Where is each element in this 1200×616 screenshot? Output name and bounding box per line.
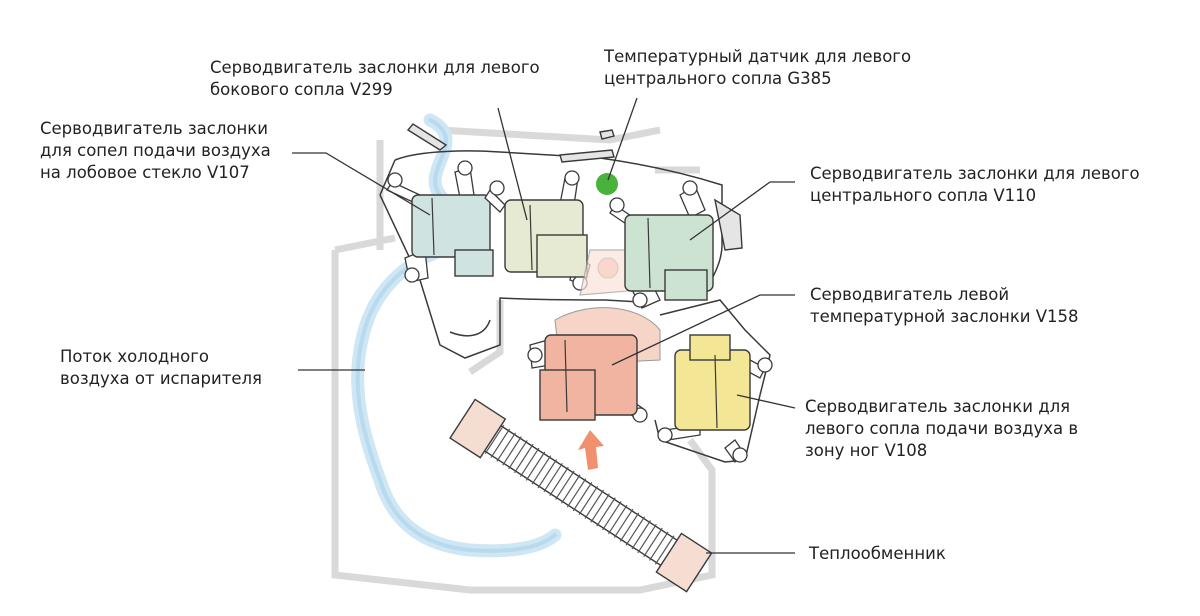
heat-exchanger-fin	[649, 531, 669, 561]
heat-exchanger-fin	[508, 440, 528, 470]
servo-v110	[609, 180, 714, 309]
sensor-g385-icon	[596, 173, 618, 195]
heat-exchanger-fin	[514, 443, 534, 474]
heat-exchanger-fin	[490, 428, 511, 458]
label-v107-line2: для сопел подачи воздуха	[40, 141, 271, 160]
servo-v158	[527, 307, 661, 423]
label-v299: Серводвигатель заслонки для левого боков…	[210, 57, 540, 101]
label-v108-line2: левого сопла подачи воздуха в	[805, 419, 1079, 438]
servo-v107	[386, 160, 494, 283]
label-v108: Серводвигатель заслонки для левого сопла…	[805, 396, 1078, 462]
heat-exchanger-fin	[578, 485, 599, 516]
heat-exchanger-fin	[566, 478, 587, 508]
leader-v107	[292, 152, 431, 216]
heat-exchanger-fin	[619, 512, 640, 542]
label-v107: Серводвигатель заслонки для сопел подачи…	[40, 118, 271, 184]
label-g385-line1: Температурный датчик для левого	[604, 47, 912, 66]
heat-exchanger-fin	[531, 455, 552, 485]
label-v108-line1: Серводвигатель заслонки для	[805, 397, 1071, 416]
label-v108-line3: зону ног V108	[805, 441, 928, 460]
leader-v110	[689, 181, 795, 241]
leader-v108	[736, 394, 796, 409]
heat-exchanger-fin	[561, 474, 581, 504]
label-v107-line1: Серводвигатель заслонки	[40, 119, 268, 138]
leader-v299	[497, 107, 528, 221]
label-heat-exchanger: Теплообменник	[809, 543, 946, 565]
heat-exchanger-fin	[607, 504, 628, 535]
heat-exchanger-fin	[484, 424, 505, 455]
heat-exchanger-fin	[584, 489, 605, 519]
heat-exchanger-fin	[537, 459, 558, 489]
label-v110-line2: центрального сопла V110	[810, 186, 1037, 205]
heat-exchanger	[449, 398, 713, 593]
label-heat-exchanger-line1: Теплообменник	[809, 544, 946, 563]
heat-exchanger-fin	[613, 508, 634, 538]
heat-exchanger-fin	[572, 482, 593, 512]
heat-exchanger-fin	[502, 436, 522, 466]
heat-exchanger-fin	[543, 462, 563, 493]
label-cold-air-line1: Поток холодного	[60, 347, 209, 366]
heat-exchanger-fin	[625, 516, 646, 546]
label-v158-line2: температурной заслонки V158	[810, 307, 1079, 326]
label-v107-line3: на лобовое стекло V107	[40, 163, 250, 182]
label-v299-line2: бокового сопла V299	[210, 80, 393, 99]
heat-exchanger-fin	[602, 501, 622, 531]
label-g385: Температурный датчик для левого централь…	[604, 46, 911, 90]
heat-exchanger-fin	[590, 493, 610, 523]
servo-v299	[484, 170, 591, 291]
heat-exchanger-fin	[654, 535, 675, 565]
leader-v158	[611, 294, 795, 366]
heat-exchanger-fin	[519, 447, 540, 477]
heat-exchanger-fin	[525, 451, 546, 481]
servo-v108	[657, 334, 773, 463]
heat-exchanger-fin	[631, 520, 651, 550]
heat-exchanger-fin	[549, 466, 569, 496]
leader-lines	[292, 97, 796, 554]
label-v110: Серводвигатель заслонки для левого центр…	[810, 163, 1140, 207]
label-cold-air-line2: воздуха от испарителя	[60, 369, 262, 388]
label-v158-line1: Серводвигатель левой	[810, 285, 1010, 304]
label-v110-line1: Серводвигатель заслонки для левого	[810, 164, 1140, 183]
label-v158: Серводвигатель левой температурной засло…	[810, 284, 1079, 328]
label-v299-line1: Серводвигатель заслонки для левого	[210, 58, 540, 77]
heat-exchanger-fin	[496, 432, 516, 462]
leader-g385	[607, 97, 638, 181]
top-linkages	[406, 123, 743, 251]
heat-exchanger-fin	[555, 470, 575, 500]
label-g385-line2: центрального сопла G385	[604, 69, 832, 88]
label-cold-air: Поток холодного воздуха от испарителя	[60, 346, 262, 390]
heat-exchanger-fin	[637, 523, 657, 554]
heat-exchanger-fin	[643, 527, 663, 557]
warm-air-arrow	[578, 430, 604, 470]
heat-exchanger-fin	[596, 497, 616, 527]
